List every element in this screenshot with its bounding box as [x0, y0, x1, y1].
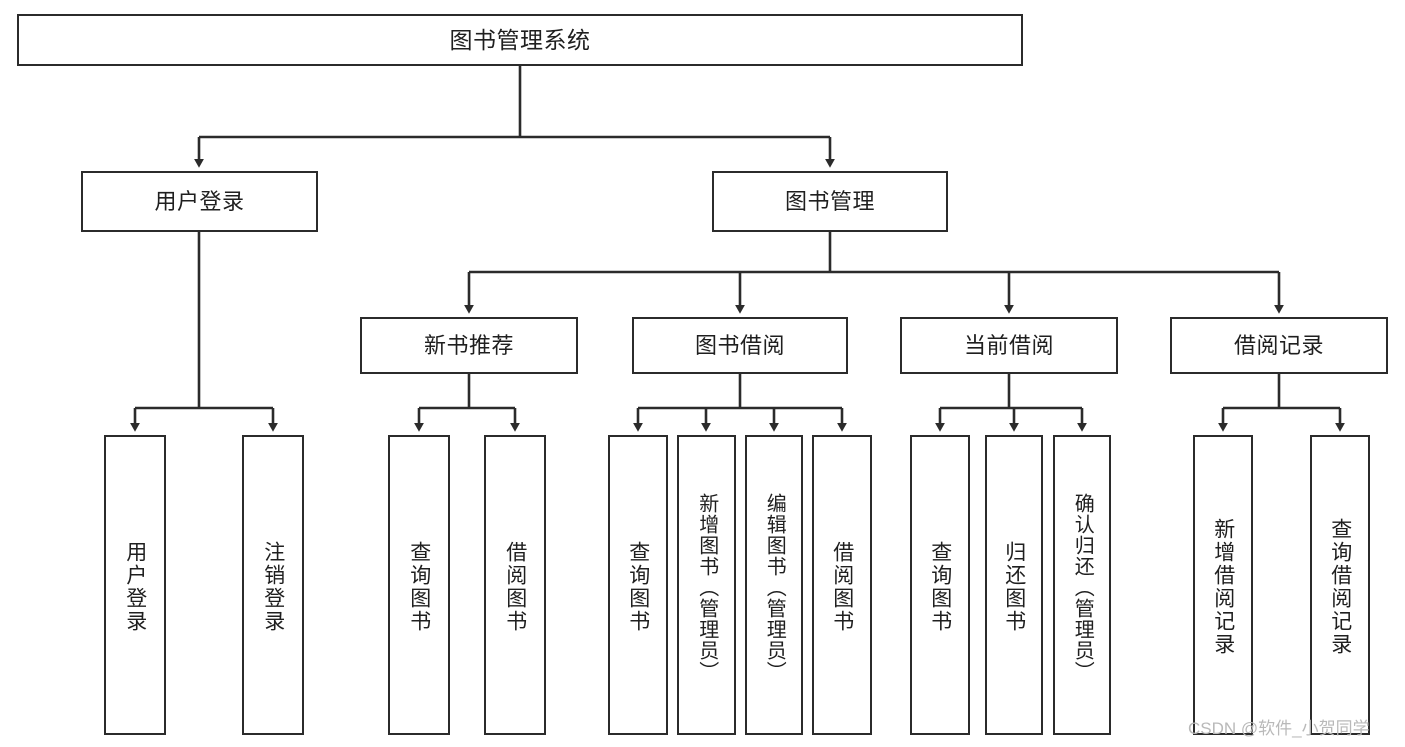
node-label: 新增图书（管理员）	[695, 492, 718, 682]
node-label: 当前借阅	[963, 332, 1054, 358]
node-current-borrow[interactable]: 当前借阅	[900, 317, 1118, 374]
node-user-login[interactable]: 用户登录	[81, 171, 318, 232]
node-leaf-query-book-3[interactable]: 查询图书	[910, 435, 970, 735]
node-leaf-return-book[interactable]: 归还图书	[985, 435, 1043, 735]
node-label: 归还图书	[1002, 541, 1026, 633]
node-label: 注销登录	[261, 541, 285, 633]
node-leaf-confirm-return[interactable]: 确认归还（管理员）	[1053, 435, 1111, 735]
node-leaf-logout[interactable]: 注销登录	[242, 435, 304, 735]
edge-paths	[130, 66, 1345, 432]
node-leaf-user-login[interactable]: 用户登录	[104, 435, 166, 735]
node-label: 查询图书	[928, 541, 952, 633]
node-label: 编辑图书（管理员）	[763, 492, 786, 682]
node-leaf-query-book-1[interactable]: 查询图书	[388, 435, 450, 735]
node-label: 用户登录	[123, 541, 147, 633]
csdn-watermark: CSDN @软件_小贺同学	[1188, 719, 1370, 738]
node-label: 查询图书	[626, 541, 650, 633]
node-leaf-borrow-book-1[interactable]: 借阅图书	[484, 435, 546, 735]
node-leaf-query-book-2[interactable]: 查询图书	[608, 435, 668, 735]
node-leaf-edit-book[interactable]: 编辑图书（管理员）	[745, 435, 803, 735]
node-leaf-query-record[interactable]: 查询借阅记录	[1310, 435, 1370, 735]
node-book-manage[interactable]: 图书管理	[712, 171, 948, 232]
node-label: 新书推荐	[423, 332, 514, 358]
node-label: 借阅记录	[1233, 332, 1324, 358]
node-label: 查询借阅记录	[1328, 518, 1352, 656]
node-label: 借阅图书	[830, 541, 854, 633]
node-borrow-record[interactable]: 借阅记录	[1170, 317, 1388, 374]
node-label: 图书管理	[784, 188, 875, 214]
node-root[interactable]: 图书管理系统	[17, 14, 1023, 66]
node-new-book-rec[interactable]: 新书推荐	[360, 317, 578, 374]
node-leaf-add-record[interactable]: 新增借阅记录	[1193, 435, 1253, 735]
node-leaf-borrow-book-2[interactable]: 借阅图书	[812, 435, 872, 735]
node-label: 确认归还（管理员）	[1071, 492, 1094, 682]
node-label: 查询图书	[407, 541, 431, 633]
node-label: 图书管理系统	[449, 26, 591, 53]
node-label: 图书借阅	[694, 332, 785, 358]
node-label: 借阅图书	[503, 541, 527, 633]
node-book-borrow[interactable]: 图书借阅	[632, 317, 848, 374]
node-label: 新增借阅记录	[1211, 518, 1235, 656]
node-label: 用户登录	[154, 188, 245, 214]
node-leaf-add-book[interactable]: 新增图书（管理员）	[677, 435, 736, 735]
